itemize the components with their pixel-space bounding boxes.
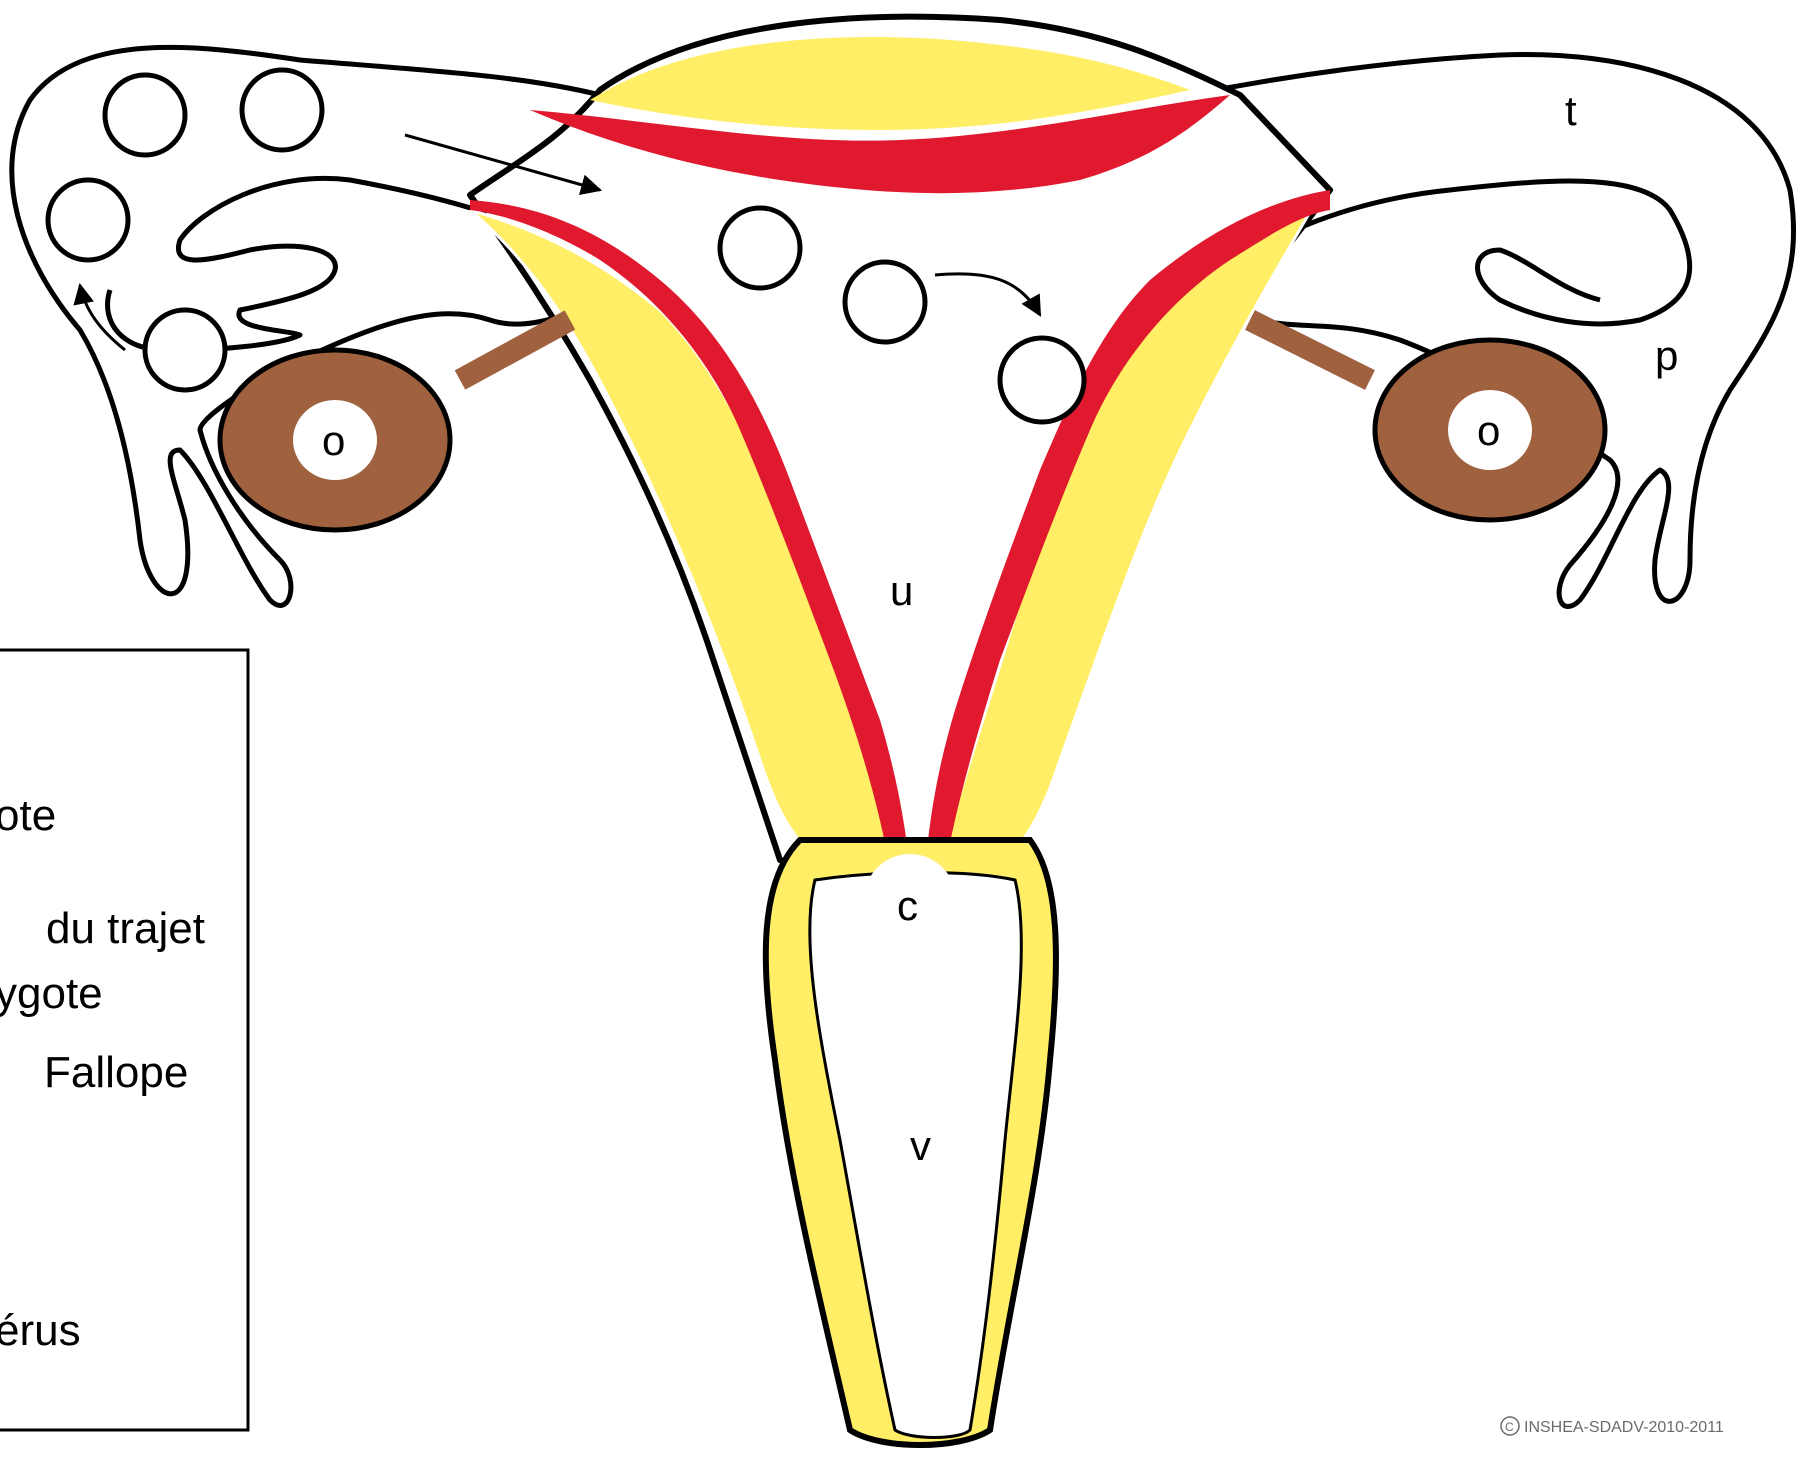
egg-circle bbox=[105, 75, 185, 155]
legend-line-5: érus bbox=[0, 1306, 81, 1355]
legend-line-2: du trajet bbox=[46, 904, 205, 953]
egg-circle bbox=[48, 180, 128, 260]
copyright-icon-glyph: C bbox=[1505, 1420, 1514, 1434]
egg-circle bbox=[145, 310, 225, 390]
legend-line-1: ote bbox=[0, 791, 56, 840]
egg-circle bbox=[1000, 338, 1084, 422]
legend-box: ote du trajet ygote Fallope érus bbox=[0, 650, 248, 1430]
copyright-text: INSHEA-SDADV-2010-2011 bbox=[1524, 1419, 1724, 1436]
egg-circle bbox=[845, 262, 925, 342]
label-cervix: c bbox=[897, 882, 918, 929]
label-uterus: u bbox=[890, 567, 913, 614]
egg-circle bbox=[720, 208, 800, 288]
uterus-body bbox=[470, 17, 1330, 880]
legend-line-4: Fallope bbox=[44, 1048, 188, 1097]
egg-circle bbox=[242, 70, 322, 150]
label-pavilion: p bbox=[1655, 332, 1678, 379]
label-vagina: v bbox=[910, 1122, 931, 1169]
label-ovary-left: o bbox=[322, 417, 345, 464]
legend-line-3: ygote bbox=[0, 969, 103, 1018]
copyright-notice: C INSHEA-SDADV-2010-2011 bbox=[1501, 1417, 1724, 1436]
label-tube: t bbox=[1565, 87, 1577, 134]
label-ovary-right: o bbox=[1477, 407, 1500, 454]
